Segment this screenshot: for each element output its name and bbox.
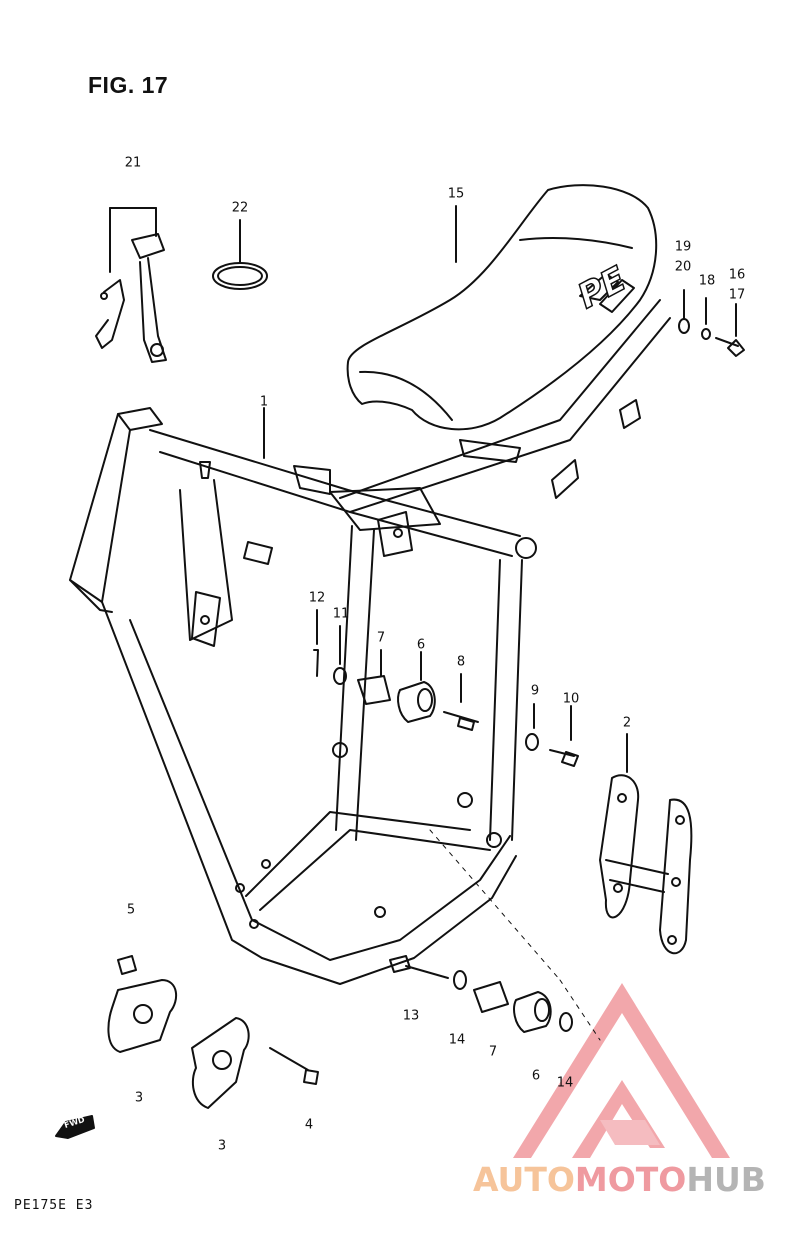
callout-21: 21 (124, 155, 142, 171)
callout-6-upper: 6 (416, 637, 426, 653)
callout-6-lower: 6 (531, 1068, 541, 1084)
callout-18: 18 (698, 273, 716, 289)
callout-5: 5 (126, 902, 136, 918)
callout-4: 4 (304, 1117, 314, 1133)
callout-22: 22 (231, 200, 249, 216)
lower-brackets (107, 955, 319, 1109)
seat (346, 184, 658, 431)
o-ring (212, 219, 268, 290)
main-frame (69, 299, 671, 985)
watermark-auto: AUTO (473, 1160, 575, 1199)
callout-7-upper: 7 (376, 630, 386, 646)
mid-mount-bolt (525, 703, 579, 767)
callout-17: 17 (728, 287, 746, 303)
tool-wrench-set (95, 207, 167, 363)
callout-14-left: 14 (448, 1032, 466, 1048)
callout-3-right: 3 (217, 1138, 227, 1154)
callout-7-lower: 7 (488, 1044, 498, 1060)
watermark-hub: HUB (686, 1160, 766, 1199)
model-code: PE175E E3 (14, 1198, 94, 1213)
fwd-arrow (55, 1115, 95, 1139)
callout-12: 12 (308, 590, 326, 606)
callout-19: 19 (674, 239, 692, 255)
callout-14-right: 14 (556, 1075, 574, 1091)
callout-13: 13 (402, 1008, 420, 1024)
engine-mount-bushing-upper (357, 649, 479, 731)
callout-20: 20 (674, 259, 692, 275)
callout-10: 10 (562, 691, 580, 707)
callout-11: 11 (332, 606, 350, 622)
callout-2: 2 (622, 715, 632, 731)
engine-mount-bushing-lower (389, 829, 601, 1041)
watermark-moto: MOTO (574, 1160, 687, 1199)
callout-3-left: 3 (134, 1090, 144, 1106)
engine-mount-plate (599, 733, 693, 955)
seat-bolt-washer-set (678, 289, 745, 357)
watermark-text: AUTOMOTOHUB (473, 1160, 766, 1199)
callout-16: 16 (728, 267, 746, 283)
figure-title: FIG. 17 (88, 72, 169, 98)
watermark-logo (513, 983, 730, 1158)
upper-mount-bolt (313, 609, 347, 685)
callout-8: 8 (456, 654, 466, 670)
callout-1: 1 (259, 394, 269, 410)
callout-9: 9 (530, 683, 540, 699)
callout-15: 15 (447, 186, 465, 202)
